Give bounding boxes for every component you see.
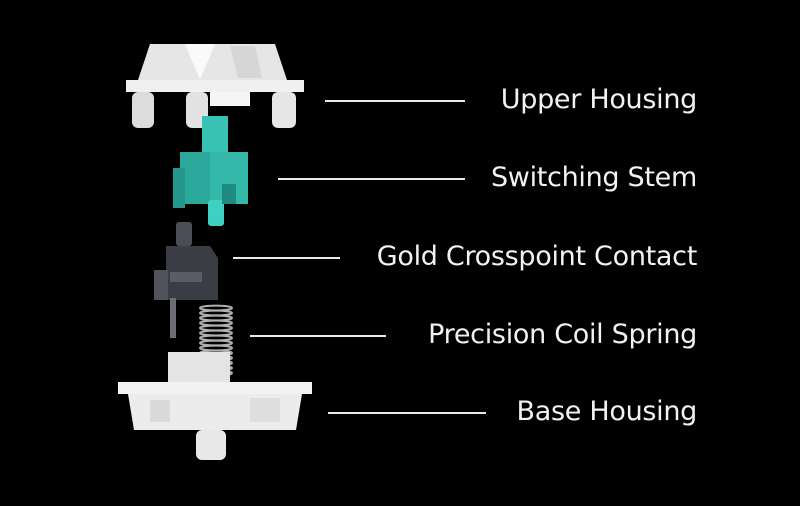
contact-part xyxy=(154,222,218,338)
base-housing-part xyxy=(118,352,312,460)
switching-stem-part xyxy=(173,116,248,226)
label-precision-coil-spring: Precision Coil Spring xyxy=(428,319,697,350)
label-base-housing: Base Housing xyxy=(516,396,698,427)
label-gold-crosspoint-contact: Gold Crosspoint Contact xyxy=(376,241,698,272)
upper-housing-part xyxy=(126,44,304,128)
label-upper-housing: Upper Housing xyxy=(500,84,698,115)
label-switching-stem: Switching Stem xyxy=(490,162,697,193)
